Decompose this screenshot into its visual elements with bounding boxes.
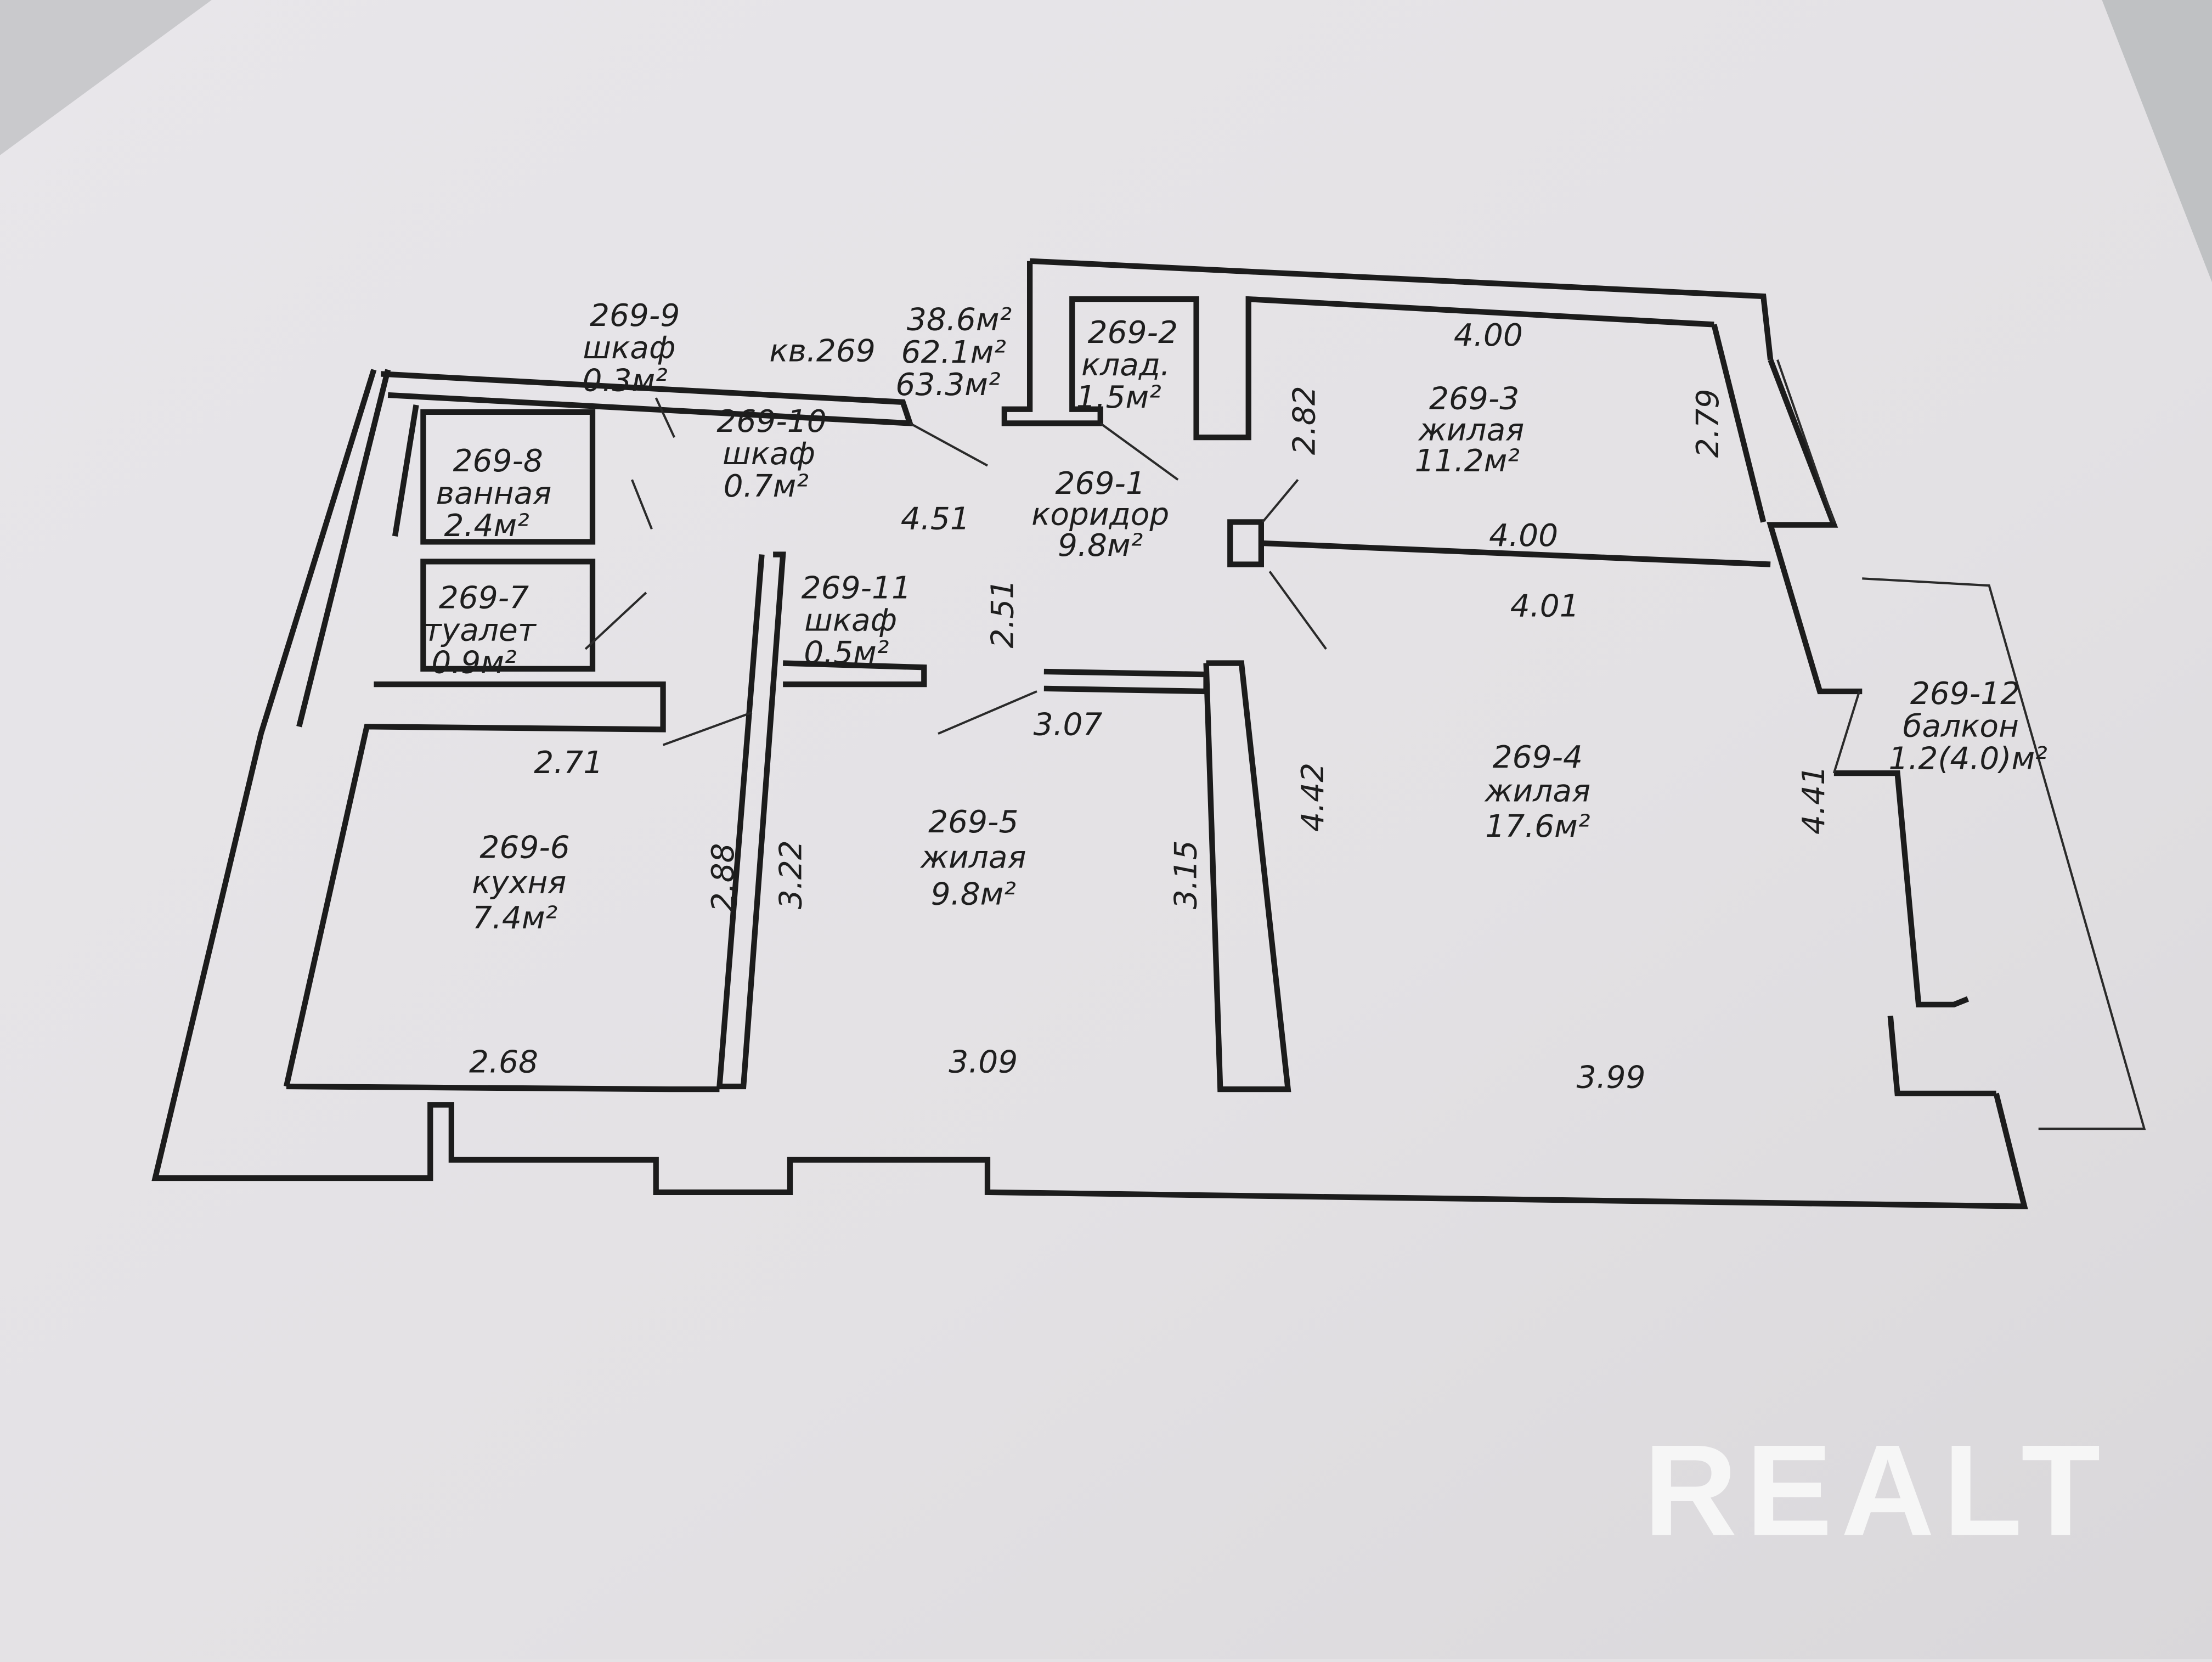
dim-r6-bottom: 2.68 bbox=[469, 1044, 538, 1080]
room-area: 9.8м² bbox=[1058, 527, 1143, 564]
dimensions: 4.00 2.79 2.82 4.00 4.51 2.51 4.01 4.42 … bbox=[469, 317, 1832, 1096]
room-area: 2.4м² bbox=[444, 508, 529, 544]
dim-r3-bottom: 4.00 bbox=[1489, 517, 1558, 554]
room-area: 11.2м² bbox=[1415, 443, 1520, 479]
room-id: 269-10 bbox=[716, 403, 826, 440]
room-269-1: 269-1 коридор 9.8м² bbox=[1031, 465, 1169, 564]
dim-r6-top: 2.71 bbox=[534, 745, 603, 781]
dim-corridor: 4.51 bbox=[901, 500, 970, 537]
dim-r4-top: 4.01 bbox=[1510, 588, 1579, 624]
room-269-4: 269-4 жилая 17.6м² bbox=[1484, 739, 1591, 844]
room-269-12: 269-12 балкон 1.2(4.0)м² bbox=[1888, 675, 2047, 776]
room-269-10: 269-10 шкаф 0.7м² bbox=[716, 403, 826, 504]
room-id: 269-7 bbox=[439, 579, 529, 616]
room-name: туалет bbox=[424, 612, 537, 648]
dim-r3-top: 4.00 bbox=[1454, 317, 1523, 353]
room-name: жилая bbox=[1418, 412, 1525, 448]
dim-corridor-v: 2.51 bbox=[984, 579, 1020, 649]
dim-r6-right: 2.88 bbox=[705, 843, 741, 912]
room-id: 269-12 bbox=[1910, 675, 2020, 712]
area-with-balcony: 63.3м² bbox=[895, 367, 1000, 403]
room-name: шкаф bbox=[804, 602, 897, 638]
dim-r5-top: 3.07 bbox=[1034, 707, 1103, 743]
room-269-2: 269-2 клад. 1.5м² bbox=[1076, 314, 1178, 415]
room-area: 9.8м² bbox=[931, 876, 1016, 912]
dim-r4-bottom: 3.99 bbox=[1577, 1060, 1646, 1096]
room-name: шкаф bbox=[723, 436, 815, 472]
balcony-outline bbox=[1776, 359, 2146, 1130]
living-area: 38.6м² bbox=[907, 302, 1012, 338]
room-name: ванная bbox=[436, 475, 552, 511]
dim-r5-bottom: 3.09 bbox=[949, 1044, 1018, 1080]
room-name: коридор bbox=[1031, 497, 1169, 533]
room-id: 269-6 bbox=[479, 829, 569, 865]
room-id: 269-2 bbox=[1088, 314, 1178, 351]
room-269-8: 269-8 ванная 2.4м² bbox=[436, 443, 552, 544]
room-269-7: 269-7 туалет 0.9м² bbox=[424, 579, 537, 680]
dim-r5-right: 3.15 bbox=[1168, 840, 1204, 909]
room-id: 269-8 bbox=[453, 443, 543, 479]
room-area: 1.5м² bbox=[1076, 379, 1161, 415]
room-id: 269-3 bbox=[1429, 381, 1519, 417]
room-area: 0.5м² bbox=[804, 635, 889, 671]
room-name: кухня bbox=[472, 865, 566, 901]
room-269-3: 269-3 жилая 11.2м² bbox=[1415, 381, 1525, 479]
background-edge bbox=[2102, 0, 2212, 283]
room-id: 269-11 bbox=[802, 570, 911, 606]
room-name: шкаф bbox=[583, 330, 675, 366]
room-id: 269-5 bbox=[928, 804, 1018, 840]
room-area: 7.4м² bbox=[472, 900, 557, 936]
room-area: 0.9м² bbox=[431, 645, 516, 681]
room-name: жилая bbox=[919, 839, 1026, 875]
dim-r5-left: 3.22 bbox=[773, 840, 809, 909]
room-269-11: 269-11 шкаф 0.5м² bbox=[802, 570, 911, 671]
realt-watermark: REALT bbox=[1644, 1418, 2109, 1563]
room-area: 0.3м² bbox=[582, 362, 667, 398]
room-id: 269-1 bbox=[1056, 465, 1146, 502]
room-name: клад. bbox=[1081, 347, 1170, 383]
room-area: 1.2(4.0)м² bbox=[1888, 740, 2047, 776]
leader-lines bbox=[584, 397, 1327, 746]
room-id: 269-9 bbox=[590, 297, 680, 334]
dim-r3-left: 2.82 bbox=[1286, 386, 1323, 455]
room-269-9: 269-9 шкаф 0.3м² bbox=[582, 297, 680, 398]
walls bbox=[151, 258, 2028, 1209]
room-name: балкон bbox=[1903, 708, 2019, 744]
apartment-label: кв.269 bbox=[769, 333, 875, 369]
dim-r4-left: 4.42 bbox=[1295, 763, 1331, 832]
background-corner bbox=[0, 0, 212, 155]
room-name: жилая bbox=[1484, 773, 1591, 809]
total-area: 62.1м² bbox=[901, 334, 1006, 370]
room-area: 17.6м² bbox=[1485, 808, 1590, 844]
room-269-5: 269-5 жилая 9.8м² bbox=[919, 804, 1026, 912]
room-id: 269-4 bbox=[1493, 739, 1583, 775]
room-area: 0.7м² bbox=[724, 468, 809, 504]
room-269-6: 269-6 кухня 7.4м² bbox=[472, 829, 570, 936]
dim-r3-right: 2.79 bbox=[1690, 388, 1726, 458]
dim-r4-right: 4.41 bbox=[1796, 765, 1832, 835]
